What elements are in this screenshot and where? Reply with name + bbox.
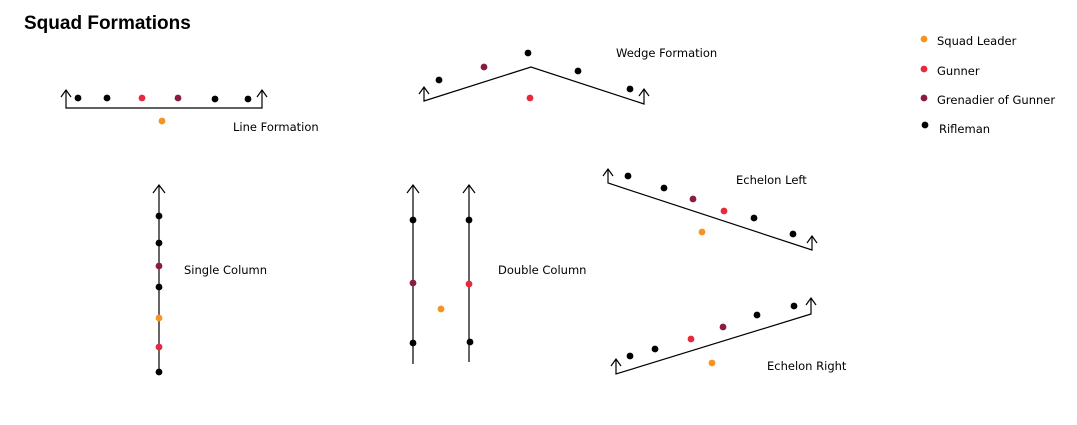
rifleman-marker (211, 95, 219, 103)
rifleman-marker (790, 302, 798, 310)
rifleman-marker (409, 216, 417, 224)
gunner-marker (138, 94, 146, 102)
echelon-left-label: Echelon Left (736, 173, 807, 187)
arrow-icon (638, 87, 650, 97)
rifleman-marker (155, 283, 163, 291)
arrow-icon (806, 234, 818, 244)
gunner-marker (720, 207, 728, 215)
rifleman-marker (626, 352, 634, 360)
grenadier-marker (480, 63, 488, 71)
arrow-icon (602, 167, 614, 177)
gunner-marker (155, 343, 163, 351)
rifleman-marker (465, 216, 473, 224)
gunner-marker (465, 280, 473, 288)
rifleman-marker (651, 345, 659, 353)
arrow-icon (610, 357, 622, 367)
arrow-icon (805, 296, 817, 306)
rifleman-marker (524, 49, 532, 57)
rifleman-marker (624, 172, 632, 180)
grenadier-marker (719, 323, 727, 331)
legend-swatch-rifleman (921, 121, 929, 129)
wedge-formation: Wedge Formation (418, 46, 717, 105)
squad-leader-marker (158, 117, 166, 125)
grenadier-marker (689, 195, 697, 203)
legend-swatch-squad-leader (920, 35, 928, 43)
rifleman-marker (155, 239, 163, 247)
arrow-icon (152, 184, 166, 194)
grenadier-marker (409, 279, 417, 287)
rifleman-marker (103, 94, 111, 102)
rifleman-marker (466, 338, 474, 346)
echelon-right-line (615, 299, 812, 375)
arrow-icon (256, 88, 268, 98)
rifleman-marker (626, 85, 634, 93)
line-formation: Line Formation (60, 88, 319, 134)
grenadier-marker (155, 262, 163, 270)
arrow-icon (418, 85, 430, 95)
rifleman-marker (155, 212, 163, 220)
arrow-icon (60, 88, 72, 98)
echelon-left-formation: Echelon Left (602, 167, 818, 251)
wedge-formation-label: Wedge Formation (616, 46, 717, 60)
legend: Squad Leader Gunner Grenadier of Gunner … (920, 34, 1055, 136)
legend-label-grenadier: Grenadier of Gunner (937, 93, 1055, 107)
rifleman-marker (660, 184, 668, 192)
rifleman-marker (244, 95, 252, 103)
echelon-right-label: Echelon Right (767, 359, 847, 373)
single-column-formation: Single Column (152, 184, 267, 376)
rifleman-marker (409, 339, 417, 347)
line-formation-baseline (65, 91, 263, 109)
diagram-title: Squad Formations (24, 13, 191, 34)
squad-leader-marker (437, 305, 445, 313)
legend-label-gunner: Gunner (937, 64, 980, 78)
rifleman-marker (750, 214, 758, 222)
squad-leader-marker (698, 228, 706, 236)
gunner-marker (687, 335, 695, 343)
rifleman-marker (753, 311, 761, 319)
rifleman-marker (789, 230, 797, 238)
single-column-label: Single Column (184, 263, 267, 277)
rifleman-marker (155, 368, 163, 376)
arrow-icon (462, 184, 476, 194)
rifleman-marker (574, 67, 582, 75)
legend-swatch-grenadier (920, 94, 928, 102)
wedge-formation-line (423, 66, 645, 105)
rifleman-marker (74, 94, 82, 102)
echelon-right-formation: Echelon Right (610, 296, 847, 375)
squad-leader-marker (708, 359, 716, 367)
squad-leader-marker (155, 314, 163, 322)
grenadier-marker (174, 94, 182, 102)
legend-swatch-gunner (920, 65, 928, 73)
line-formation-label: Line Formation (233, 120, 319, 134)
gunner-marker (526, 94, 534, 102)
arrow-icon (406, 184, 420, 194)
double-column-label: Double Column (498, 263, 586, 277)
legend-label-rifleman: Rifleman (939, 122, 990, 136)
legend-label-squad-leader: Squad Leader (937, 34, 1017, 48)
double-column-formation: Double Column (406, 184, 586, 364)
rifleman-marker (435, 76, 443, 84)
echelon-left-line (607, 170, 813, 251)
